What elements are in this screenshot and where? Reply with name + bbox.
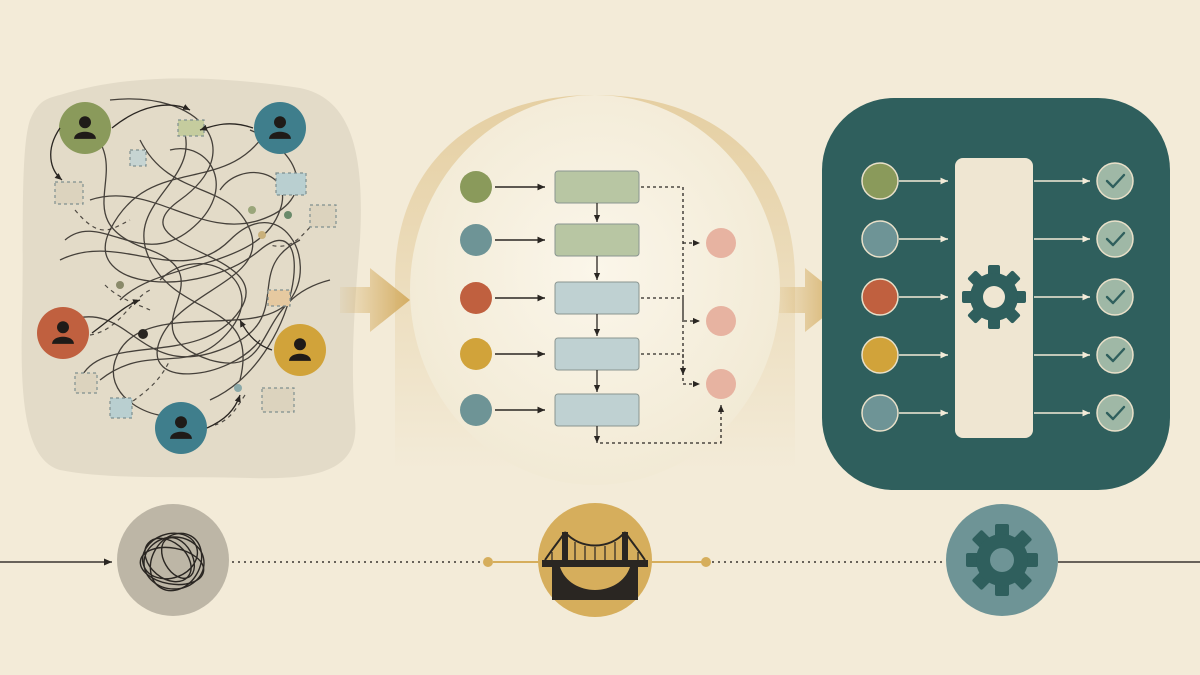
process-step-box — [554, 170, 640, 204]
link-arrow — [206, 394, 241, 429]
person-node — [37, 307, 89, 359]
input-node — [460, 338, 492, 370]
check-badge — [1096, 220, 1134, 258]
dotted-route — [600, 405, 725, 444]
link-arrow — [50, 127, 63, 181]
person-body — [289, 353, 311, 361]
input-node — [861, 220, 899, 258]
check-mark — [1105, 289, 1126, 305]
input-node — [861, 278, 899, 316]
check-icon — [1096, 278, 1134, 316]
input-node — [460, 282, 492, 314]
dashed-placeholder-boxes — [54, 119, 337, 419]
dotted-route — [641, 297, 700, 325]
check-mark — [1105, 231, 1126, 247]
junction-dots — [116, 206, 292, 392]
person-head — [294, 338, 306, 351]
input-node — [460, 171, 492, 203]
check-icon — [1096, 162, 1134, 200]
check-badge — [1096, 162, 1134, 200]
timeline-dot-2 — [701, 557, 711, 567]
input-node — [861, 336, 899, 374]
outcome-node — [706, 228, 736, 258]
outcome-node — [706, 369, 736, 399]
check-mark — [1105, 347, 1126, 363]
check-icon — [1096, 336, 1134, 374]
person-node — [59, 102, 111, 154]
transition-arrow-2 — [775, 268, 845, 332]
gear-icon — [946, 504, 1058, 616]
generated-nodes — [37, 102, 1134, 454]
transition-arrow-1 — [340, 268, 410, 332]
person-head — [79, 116, 91, 129]
person-head — [274, 116, 286, 129]
tangle-icon — [117, 504, 229, 616]
dotted-route — [641, 186, 687, 375]
check-mark — [1105, 405, 1126, 421]
timeline-dot-1 — [483, 557, 493, 567]
gear-icon — [962, 265, 1026, 329]
person-body — [52, 336, 74, 344]
process-step-box — [554, 281, 640, 315]
person-body — [170, 431, 192, 439]
check-icon — [1096, 394, 1134, 432]
person-node — [155, 402, 207, 454]
person-body — [269, 131, 291, 139]
process-step-box — [554, 223, 640, 257]
input-node — [460, 224, 492, 256]
process-step-box — [554, 393, 640, 427]
dotted-route — [641, 353, 700, 388]
link-arrow — [199, 123, 254, 131]
check-icon — [1096, 220, 1134, 258]
check-badge — [1096, 278, 1134, 316]
bridge-icon — [538, 503, 652, 617]
link-arrow — [111, 104, 191, 129]
person-head — [175, 416, 187, 429]
outcome-node — [706, 306, 736, 336]
timeline — [0, 503, 1200, 617]
link-arrow — [91, 299, 141, 334]
check-badge — [1096, 394, 1134, 432]
gear-hole — [983, 286, 1005, 308]
check-badge — [1096, 336, 1134, 374]
tangled-panel — [21, 78, 361, 479]
check-mark — [1105, 173, 1126, 189]
person-node — [274, 324, 326, 376]
person-head — [57, 321, 69, 334]
person-node — [254, 102, 306, 154]
input-node — [861, 162, 899, 200]
input-node — [460, 394, 492, 426]
person-body — [74, 131, 96, 139]
link-arrow — [239, 319, 273, 351]
process-step-box — [554, 337, 640, 371]
input-node — [861, 394, 899, 432]
